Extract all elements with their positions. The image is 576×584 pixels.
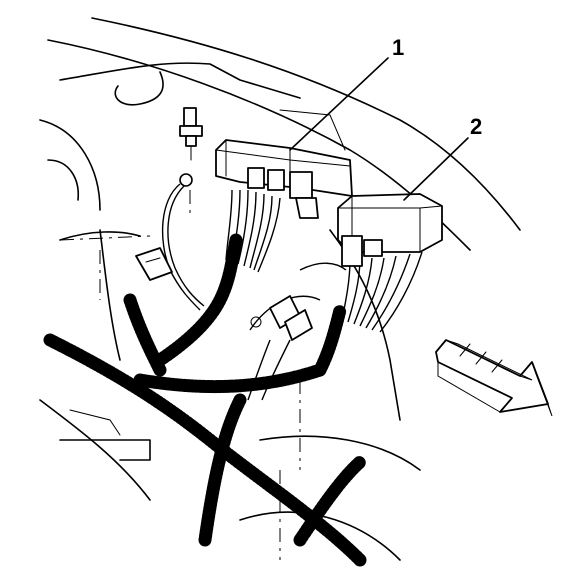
ground-stud	[179, 107, 203, 161]
connector-2	[337, 193, 443, 267]
callout-1: 1	[289, 35, 404, 151]
main-harness-conduit	[43, 233, 367, 567]
inline-connector	[250, 295, 313, 341]
connector-1	[215, 139, 353, 219]
wire-bundle-connector-1	[225, 189, 281, 273]
centerline-group	[59, 190, 301, 560]
forward-arrow-icon	[435, 339, 553, 417]
callout-2: 2	[403, 114, 482, 201]
callout-2-label: 2	[470, 114, 482, 139]
body-panel-outline	[39, 17, 521, 561]
callout-1-label: 1	[392, 35, 404, 60]
ground-wire	[161, 173, 205, 311]
harness-clip	[135, 247, 173, 281]
